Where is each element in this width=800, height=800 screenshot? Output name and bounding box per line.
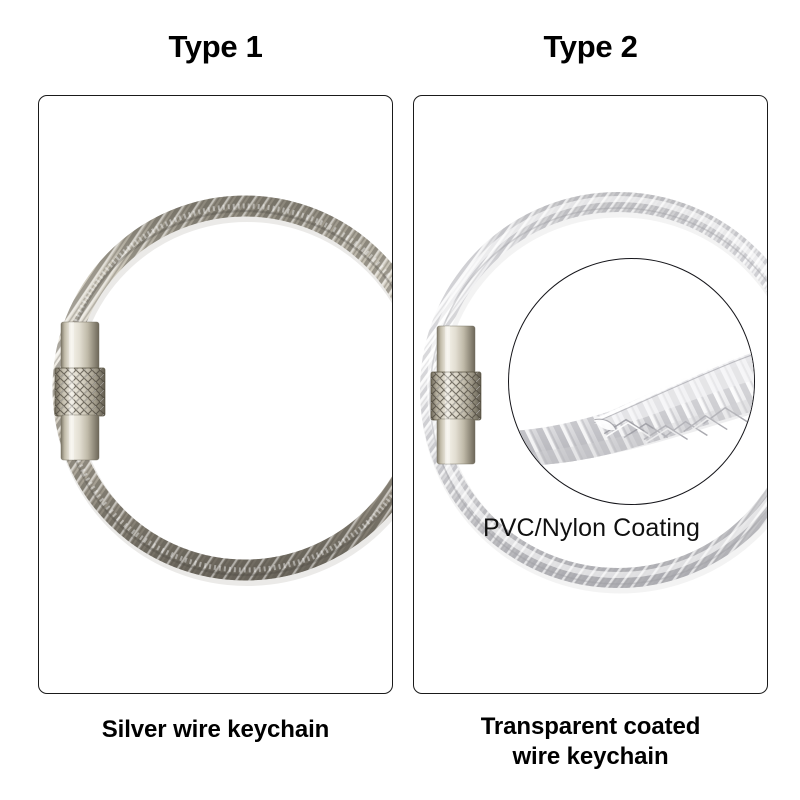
magnifier-inset-coating-detail [508, 258, 755, 505]
coating-cutaway-illustration [509, 346, 754, 468]
caption-line: Silver wire keychain [101, 716, 330, 743]
barrel-clasp-type-2 [428, 322, 484, 468]
product-stage-type-1 [39, 96, 392, 693]
panel-title-type-2: Type 2 [543, 29, 638, 64]
panel-title-type-1: Type 1 [168, 29, 263, 64]
product-panel-type-2: PVC/Nylon Coating [413, 95, 768, 694]
coating-caption-label: PVC/Nylon Coating [482, 514, 701, 542]
product-caption-type-2: Transparent coated wire keychain [413, 712, 768, 772]
product-stage-type-2: PVC/Nylon Coating [414, 96, 767, 693]
barrel-clasp-type-1 [52, 318, 108, 464]
caption-line: wire keychain [512, 743, 669, 770]
product-caption-type-1: Silver wire keychain [38, 715, 393, 745]
caption-line: Transparent coated [480, 713, 701, 740]
product-panel-type-1 [38, 95, 393, 694]
